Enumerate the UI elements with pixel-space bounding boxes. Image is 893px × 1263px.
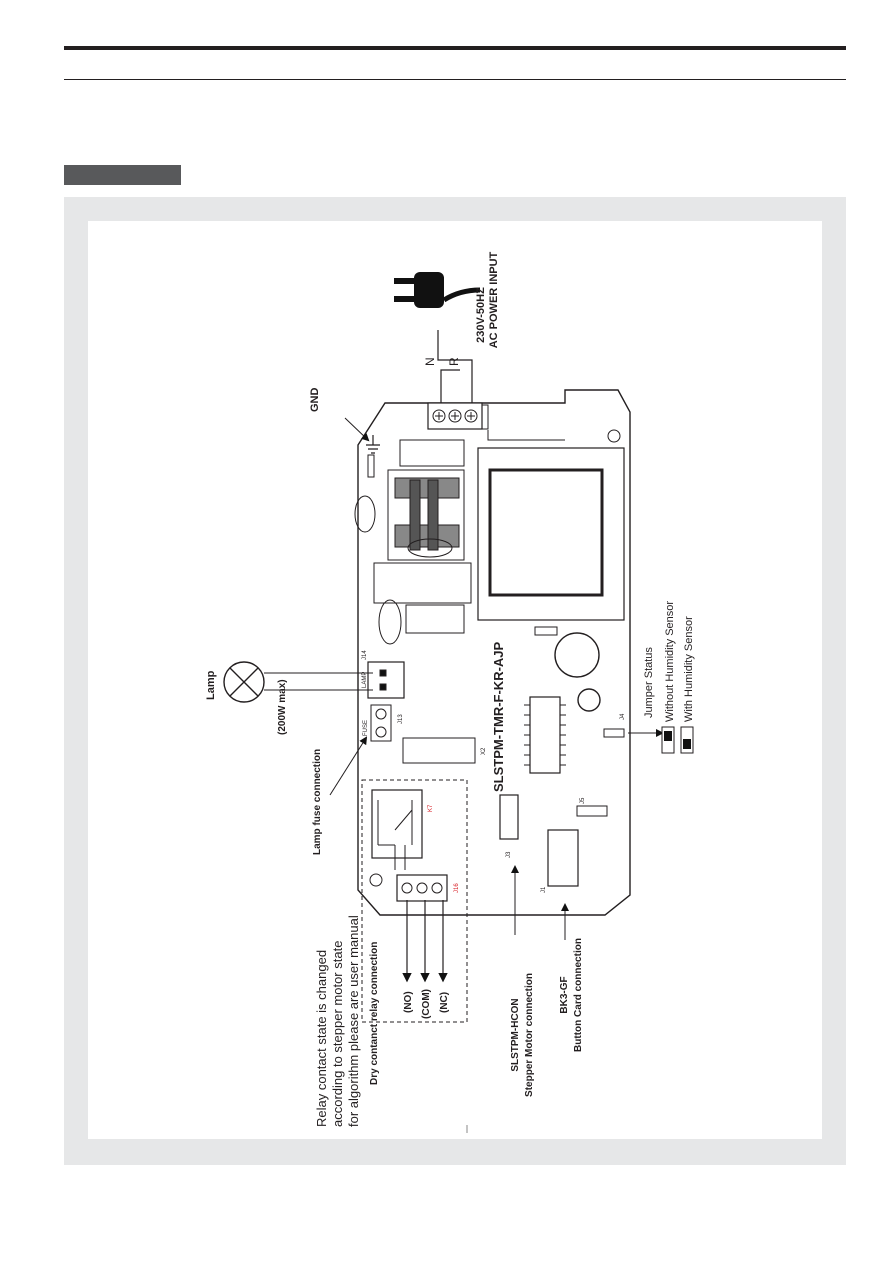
lamp-symbol — [223, 661, 373, 703]
relay-contact-arrows — [402, 900, 448, 983]
board-components — [354, 429, 625, 902]
jumper-with-label: With Humidity Sensor — [683, 616, 695, 722]
gnd-symbol — [344, 417, 380, 478]
lamp-label: Lamp — [205, 670, 217, 700]
header-rule-thick — [64, 46, 846, 50]
header-rule-thin — [64, 79, 846, 80]
board-model-label: SLSTPM-TMR-F-KR-AJP — [491, 641, 506, 792]
relay-no-label: (NO) — [403, 991, 414, 1013]
stepper-model-label: SLSTPM-HCON — [510, 998, 521, 1071]
j4-label: J4 — [620, 713, 626, 720]
figure-card — [88, 221, 822, 1139]
jumper-status-icons — [628, 726, 694, 754]
gnd-label: GND — [309, 388, 321, 413]
relay-title-label: Dry contanct relay connection — [369, 942, 380, 1085]
relay-note-line-1: Relay contact state is changed — [314, 950, 329, 1127]
power-voltage-label: 230V-50HZ — [475, 287, 487, 343]
x2-label: X2 — [481, 747, 487, 755]
relay-com-label: (COM) — [421, 989, 432, 1019]
live-label: R — [447, 357, 461, 366]
ac-plug-icon — [394, 272, 481, 308]
relay-note-line-2: according to stepper motor state — [330, 941, 345, 1127]
button-card-model-label: BK3-GF — [559, 976, 570, 1013]
j3-label: J3 — [506, 851, 512, 858]
fuse-terminal-label: FUSE — [363, 720, 369, 736]
section-tag — [64, 165, 181, 185]
button-card-connection-label: Button Card connection — [573, 938, 584, 1052]
relay-note-line-3: for algorithm please are user manual — [346, 915, 361, 1127]
j16-label: J16 — [454, 883, 460, 893]
power-terminal — [427, 402, 489, 430]
lamp-fuse-label: Lamp fuse connection — [312, 749, 323, 855]
j14-label: J14 — [362, 650, 368, 660]
relay-dashed-box — [361, 779, 468, 1023]
lamp-terminal-label: LAMP — [362, 672, 368, 688]
jumper-without-label: Without Humidity Sensor — [664, 601, 676, 722]
lamp-rating-label: (200W max) — [277, 679, 288, 735]
stepper-connection-label: Stepper Motor connection — [524, 973, 535, 1097]
j5-label: J5 — [580, 797, 586, 804]
relay-internal — [377, 800, 413, 870]
power-input-label: AC POWER INPUT — [488, 251, 500, 348]
jumper-status-label: Jumper Status — [643, 647, 655, 718]
pcb-outline — [357, 389, 631, 916]
neutral-label: N — [423, 357, 437, 366]
relay-nc-label: (NC) — [439, 992, 450, 1013]
j1-label: J1 — [541, 886, 547, 893]
j13-label: J13 — [398, 714, 404, 724]
k7-label: K7 — [428, 804, 434, 812]
